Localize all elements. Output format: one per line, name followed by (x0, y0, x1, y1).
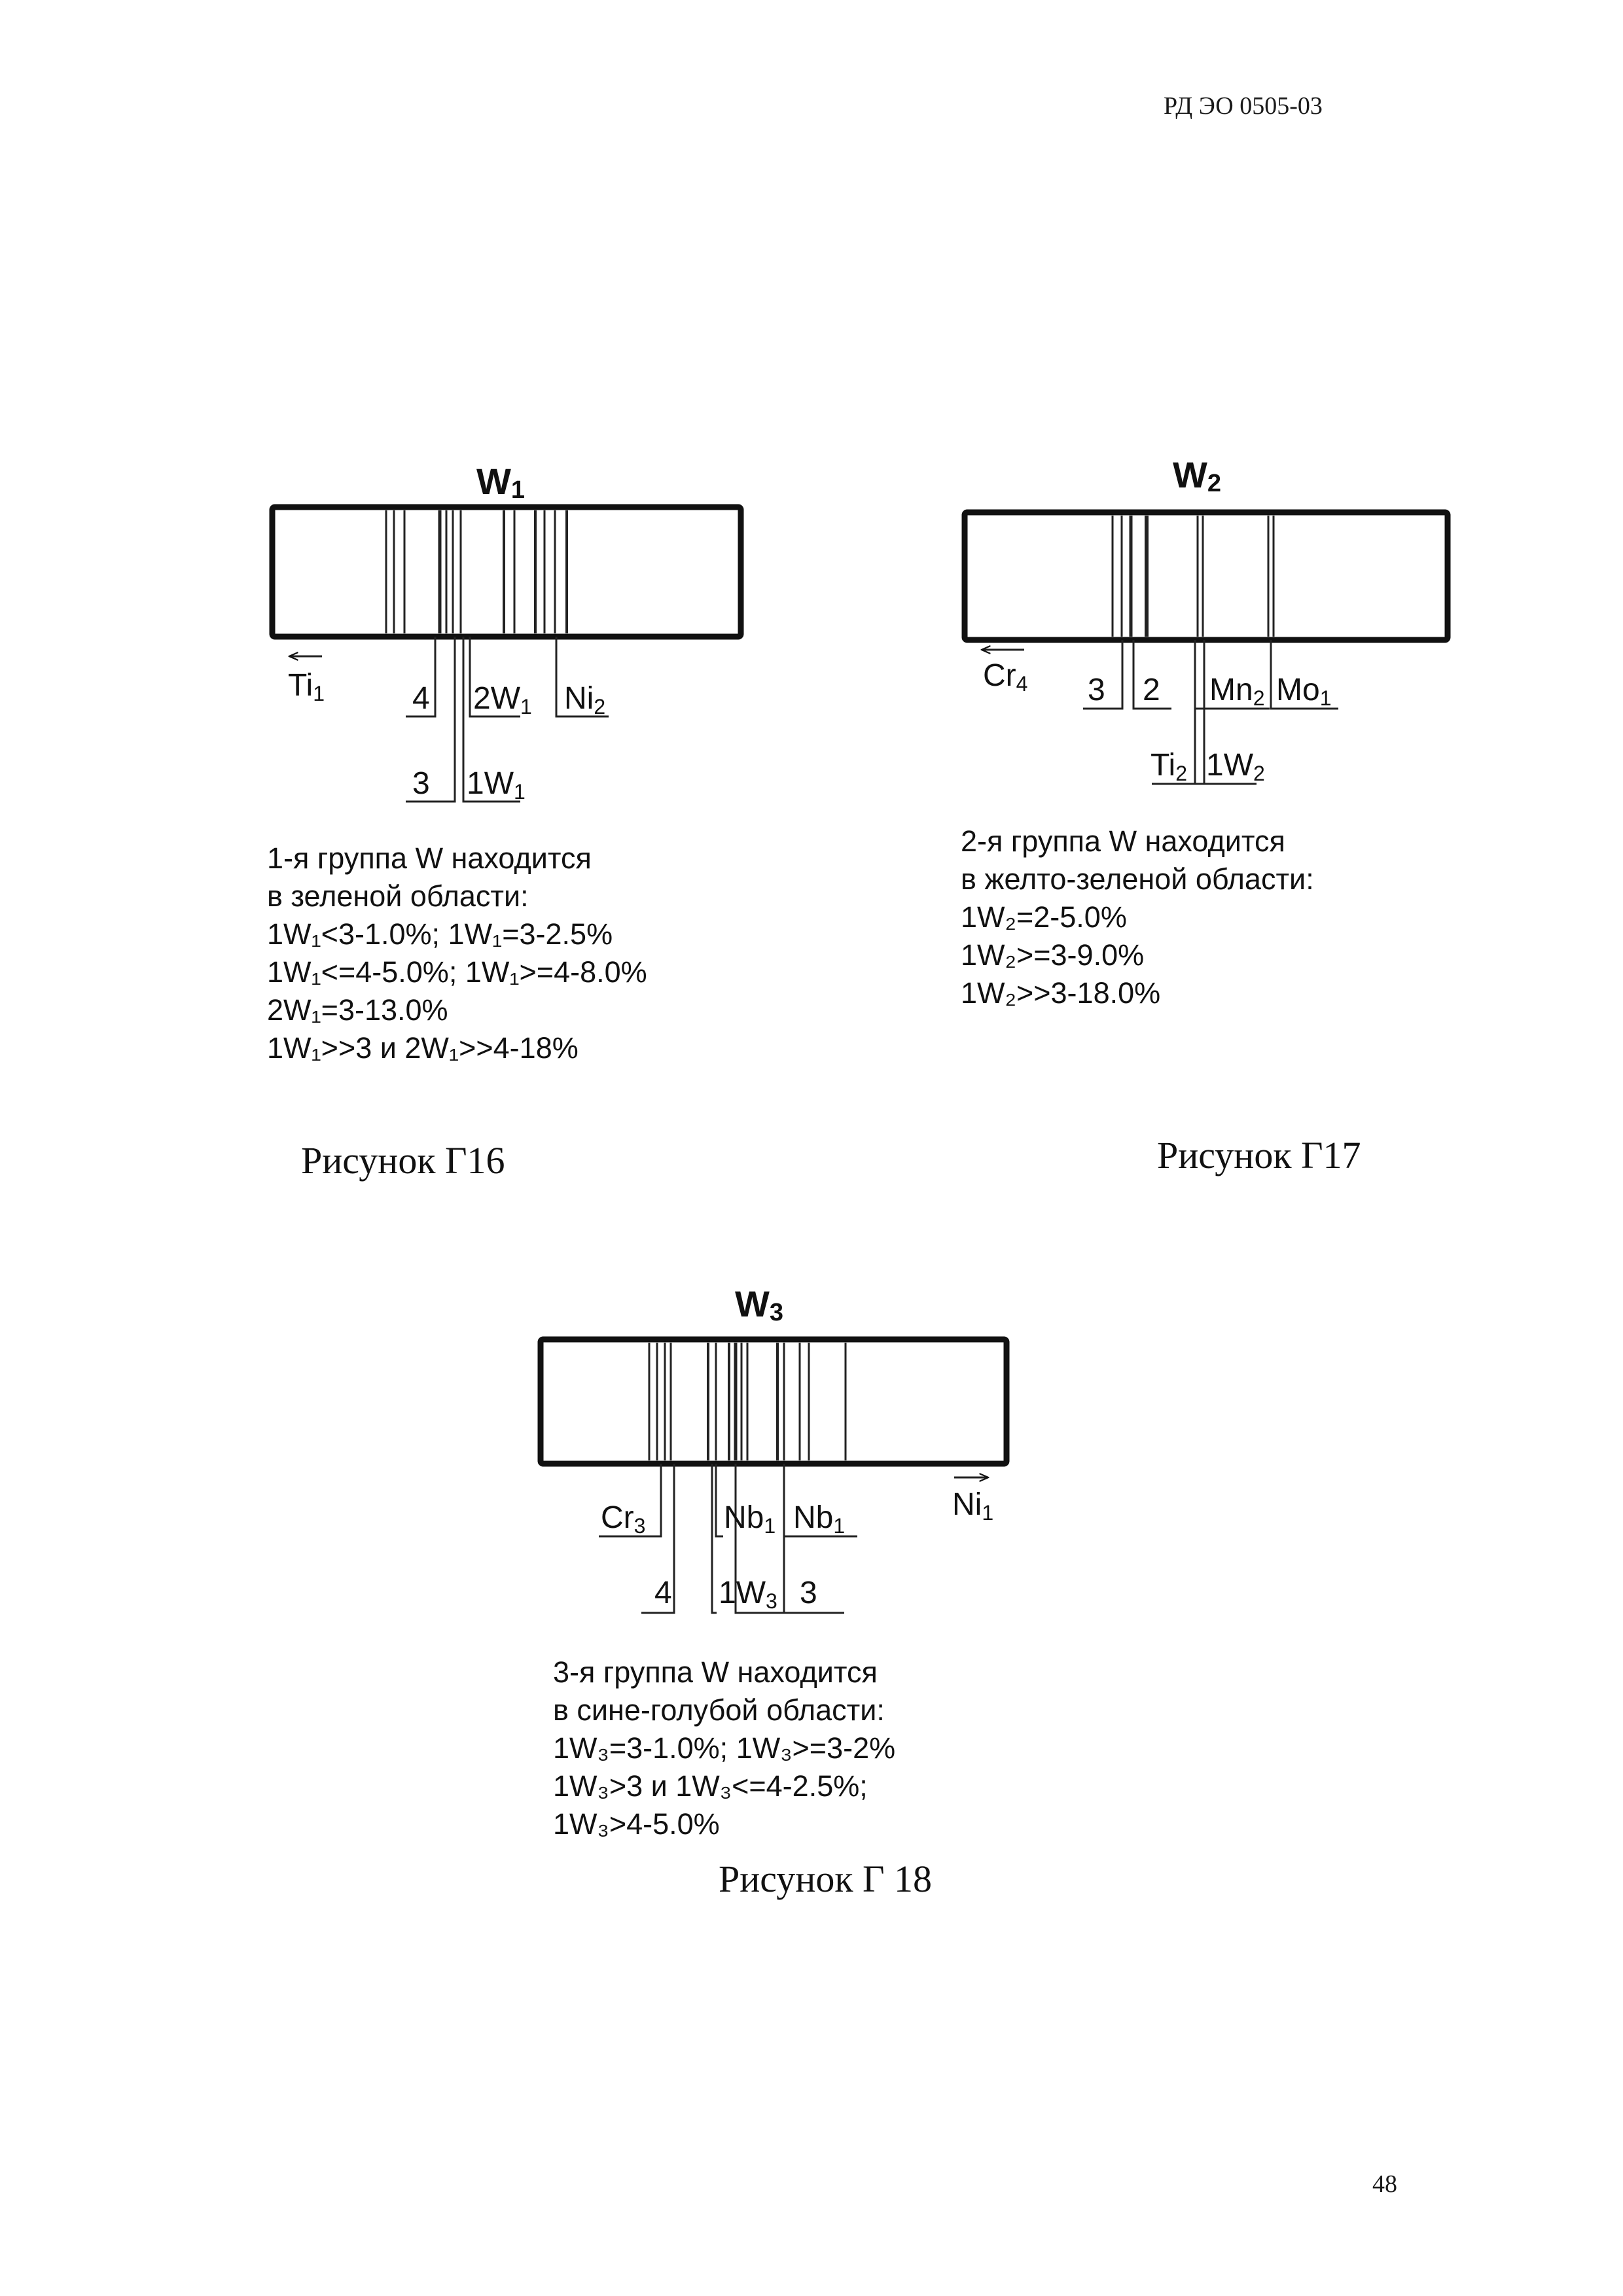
description-line: в желто-зеленой области: (961, 862, 1314, 896)
caption-figure-g18: Рисунок Г 18 (719, 1858, 933, 1900)
figure-w2: W2 Cr4 3 (961, 454, 1451, 785)
w2-leader-lines (982, 640, 1338, 785)
w2-description: 2-я группа W находится в желто-зеленой о… (961, 822, 1314, 1012)
description-line: 3-я группа W находится (553, 1655, 878, 1689)
figure-w3: W3 (537, 1283, 1010, 1614)
description-line: 1W₂>>3-18.0% (961, 976, 1161, 1010)
w2-title: W2 (1173, 454, 1221, 497)
w1-description: 1-я группа W находится в зеленой области… (267, 839, 647, 1067)
description-line: 2W₁=3-13.0% (267, 993, 448, 1027)
w1-label-1w1: 1W1 (467, 766, 526, 804)
w3-label-cr: Cr3 (601, 1500, 645, 1538)
description-line: 1W₁>>3 и 2W₁>>4-18% (267, 1031, 579, 1065)
w3-label-4: 4 (654, 1576, 672, 1610)
description-line: 1W₂=2-5.0% (961, 900, 1127, 934)
document-code: РД ЭО 0505-03 (1164, 92, 1323, 120)
figure-w1: W1 (269, 461, 744, 804)
caption-figure-g17: Рисунок Г17 (1157, 1134, 1361, 1176)
w1-label-ni: Ni2 (564, 681, 605, 718)
w3-label-1w3: 1W3 (719, 1576, 777, 1613)
description-line: в зеленой области: (267, 879, 529, 913)
w2-label-cr: Cr4 (983, 658, 1027, 696)
w3-label-nb-a: Nb1 (724, 1500, 776, 1538)
w3-title: W3 (735, 1283, 783, 1326)
w2-spectrum-frame (961, 509, 1451, 643)
w1-label-ti: Ti1 (288, 668, 325, 705)
w1-spectral-lines (385, 510, 568, 633)
page-number: 48 (1372, 2170, 1397, 2198)
w2-label-3: 3 (1088, 673, 1105, 707)
w3-description: 3-я группа W находится в сине-голубой об… (553, 1653, 895, 1843)
w1-label-3: 3 (412, 766, 430, 801)
description-line: 1W₃=3-1.0%; 1W₃>=3-2% (553, 1731, 896, 1765)
w1-label-4: 4 (412, 681, 430, 716)
w2-label-mo: Mo1 (1276, 673, 1331, 710)
w3-label-3: 3 (800, 1576, 817, 1610)
w1-label-2w1: 2W1 (473, 681, 532, 718)
description-line: 2-я группа W находится (961, 824, 1285, 858)
w2-label-2: 2 (1143, 673, 1160, 707)
description-line: 1W₁<3-1.0%; 1W₁=3-2.5% (267, 917, 613, 951)
w2-spectral-lines (1111, 516, 1275, 637)
caption-figure-g16: Рисунок Г16 (301, 1139, 505, 1182)
description-line: 1W₃>4-5.0% (553, 1807, 720, 1841)
description-line: 1W₁<=4-5.0%; 1W₁>=4-8.0% (267, 955, 647, 989)
description-line: 1-я группа W находится (267, 841, 592, 875)
w1-spectrum-frame (269, 504, 744, 640)
w3-leader-lines (599, 1464, 988, 1614)
w3-label-nb-b: Nb1 (793, 1500, 845, 1538)
w1-leader-lines (289, 637, 609, 803)
w2-label-mn: Mn2 (1209, 673, 1264, 710)
w3-label-ni: Ni1 (952, 1487, 993, 1525)
w2-label-1w2: 1W2 (1206, 748, 1265, 785)
description-line: 1W₂>=3-9.0% (961, 938, 1145, 972)
w2-label-ti: Ti2 (1150, 748, 1187, 785)
w1-title: W1 (476, 461, 525, 504)
w3-spectrum-frame (537, 1336, 1010, 1467)
description-line: в сине-голубой области: (553, 1693, 885, 1727)
w3-spectral-lines (648, 1343, 847, 1460)
description-line: 1W₃>3 и 1W₃<=4-2.5%; (553, 1769, 868, 1803)
